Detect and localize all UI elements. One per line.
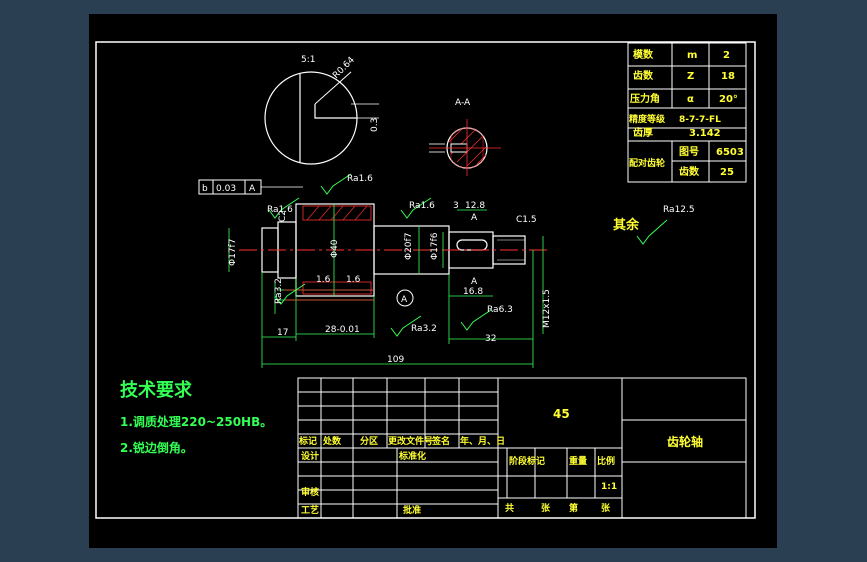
gear-param-value: 3.142: [689, 128, 721, 139]
section-cut-a: A: [471, 213, 478, 223]
tb-part-name: 齿轮轴: [667, 434, 703, 449]
tech-item: 2.锐边倒角。: [120, 440, 193, 455]
mating-gear-no-label: 图号: [679, 146, 699, 158]
cad-drawing: 模数 m 2 齿数 Z 18 压力角 α 20° 精度等级 8-7-7-FL 齿…: [95, 41, 756, 519]
surface-finish-symbols: [268, 173, 668, 337]
tb-scale: 1:1: [601, 482, 617, 492]
tech-title: 技术要求: [120, 379, 193, 401]
dim-ra63: Ra6.3: [487, 305, 513, 315]
dim-ra16-c: Ra1.6: [409, 201, 435, 211]
dim-ra32b: Ra3.2: [274, 278, 284, 304]
mating-gear-teeth: 25: [720, 167, 734, 178]
dim-ra32: Ra3.2: [411, 324, 437, 334]
dim-c15: C1.5: [516, 215, 537, 225]
gear-param-symbol: α: [687, 94, 694, 105]
detail-radius: R0.64: [331, 55, 357, 81]
detail-depth: 0.3: [370, 118, 380, 132]
datum-marker: [396, 289, 414, 307]
mating-gear-teeth-label: 齿数: [679, 165, 700, 178]
tb-header: 标记: [298, 435, 317, 447]
tb-approve: 批准: [403, 504, 421, 516]
gear-param-value: 8-7-7-FL: [679, 115, 721, 125]
dim-d2: Φ40: [330, 239, 340, 258]
dim-l32: 32: [485, 334, 496, 344]
dim-l16a: 1.6: [316, 275, 331, 285]
tb-stage-mark: 阶段标记: [509, 455, 545, 467]
gear-param-name: 齿数: [633, 69, 654, 82]
tb-header: 更改文件号: [388, 435, 433, 447]
mating-gear-no: 6503: [716, 147, 744, 158]
tolerance-symbol: b: [202, 184, 208, 194]
dim-d3: Φ20f7: [404, 233, 414, 260]
dim-d4: Φ17f6: [430, 232, 440, 260]
tb-weight: 重量: [569, 455, 587, 467]
gear-parameter-table: [627, 42, 747, 183]
tb-header: 处数: [322, 435, 342, 447]
datum-label: A: [401, 295, 408, 305]
dim-l109: 109: [387, 355, 404, 365]
section-cut-a2: A: [471, 277, 478, 287]
gear-param-value: 20°: [719, 94, 738, 105]
tb-material: 45: [553, 407, 570, 421]
tb-design: 设计: [301, 450, 319, 462]
gear-param-name: 精度等级: [629, 113, 666, 125]
dim-c2: C2: [278, 210, 288, 222]
tb-sheets: 张: [541, 502, 551, 514]
tech-requirements: 技术要求 1.调质处理220~250HB。 2.锐边倒角。: [120, 379, 272, 455]
dim-d1: Φ17f7: [228, 239, 238, 266]
mating-gear-label: 配对齿轮: [629, 157, 665, 169]
tb-sheets: 共: [505, 502, 514, 514]
dim-l128: 12.8: [465, 201, 485, 211]
dim-l3: 3: [453, 201, 459, 211]
dim-l16b: 1.6: [346, 275, 361, 285]
tech-item: 1.调质处理220~250HB。: [120, 414, 272, 429]
other-finish-label: 其余: [613, 217, 640, 233]
gear-param-name: 压力角: [630, 92, 660, 105]
gear-param-name: 齿厚: [633, 126, 653, 139]
tb-review: 审核: [301, 486, 319, 498]
gear-param-value: 18: [721, 71, 735, 82]
tb-header: 分区: [360, 435, 378, 447]
tb-standardize: 标准化: [398, 450, 426, 462]
tb-process: 工艺: [301, 504, 319, 516]
dim-ra16-a: Ra1.6: [347, 174, 373, 184]
tolerance-value: 0.03: [216, 184, 236, 194]
gear-param-symbol: m: [687, 50, 697, 61]
dim-l168: 16.8: [463, 287, 483, 297]
tb-header: 年、月、日: [460, 435, 505, 447]
tolerance-datum: A: [249, 184, 256, 194]
tb-sheets: 第: [569, 502, 578, 514]
detail-scale: 5:1: [301, 55, 315, 65]
detail-view: 5:1 R0.64 0.3: [264, 55, 380, 165]
other-finish-ra: Ra12.5: [663, 205, 695, 215]
gear-param-symbol: Z: [687, 71, 694, 82]
tb-scale-label: 比例: [597, 455, 615, 467]
tb-header: 签名: [431, 435, 450, 447]
dim-l17: 17: [277, 328, 288, 338]
section-view: A-A: [429, 98, 501, 176]
dim-l28: 28-0.01: [325, 325, 360, 335]
drawing-sheet: 模数 m 2 齿数 Z 18 压力角 α 20° 精度等级 8-7-7-FL 齿…: [89, 14, 777, 548]
gear-param-name: 模数: [633, 48, 654, 61]
dim-ra16-b: Ra1.6: [267, 205, 293, 215]
title-block: [297, 377, 747, 519]
dim-thread: M12x1.5: [542, 289, 552, 328]
gear-param-value: 2: [723, 50, 730, 61]
section-label: A-A: [455, 98, 471, 108]
geometric-tolerance-frame: b 0.03 A: [198, 179, 303, 195]
shaft-tooth-hatch: [302, 205, 372, 295]
tb-sheets: 张: [601, 502, 611, 514]
